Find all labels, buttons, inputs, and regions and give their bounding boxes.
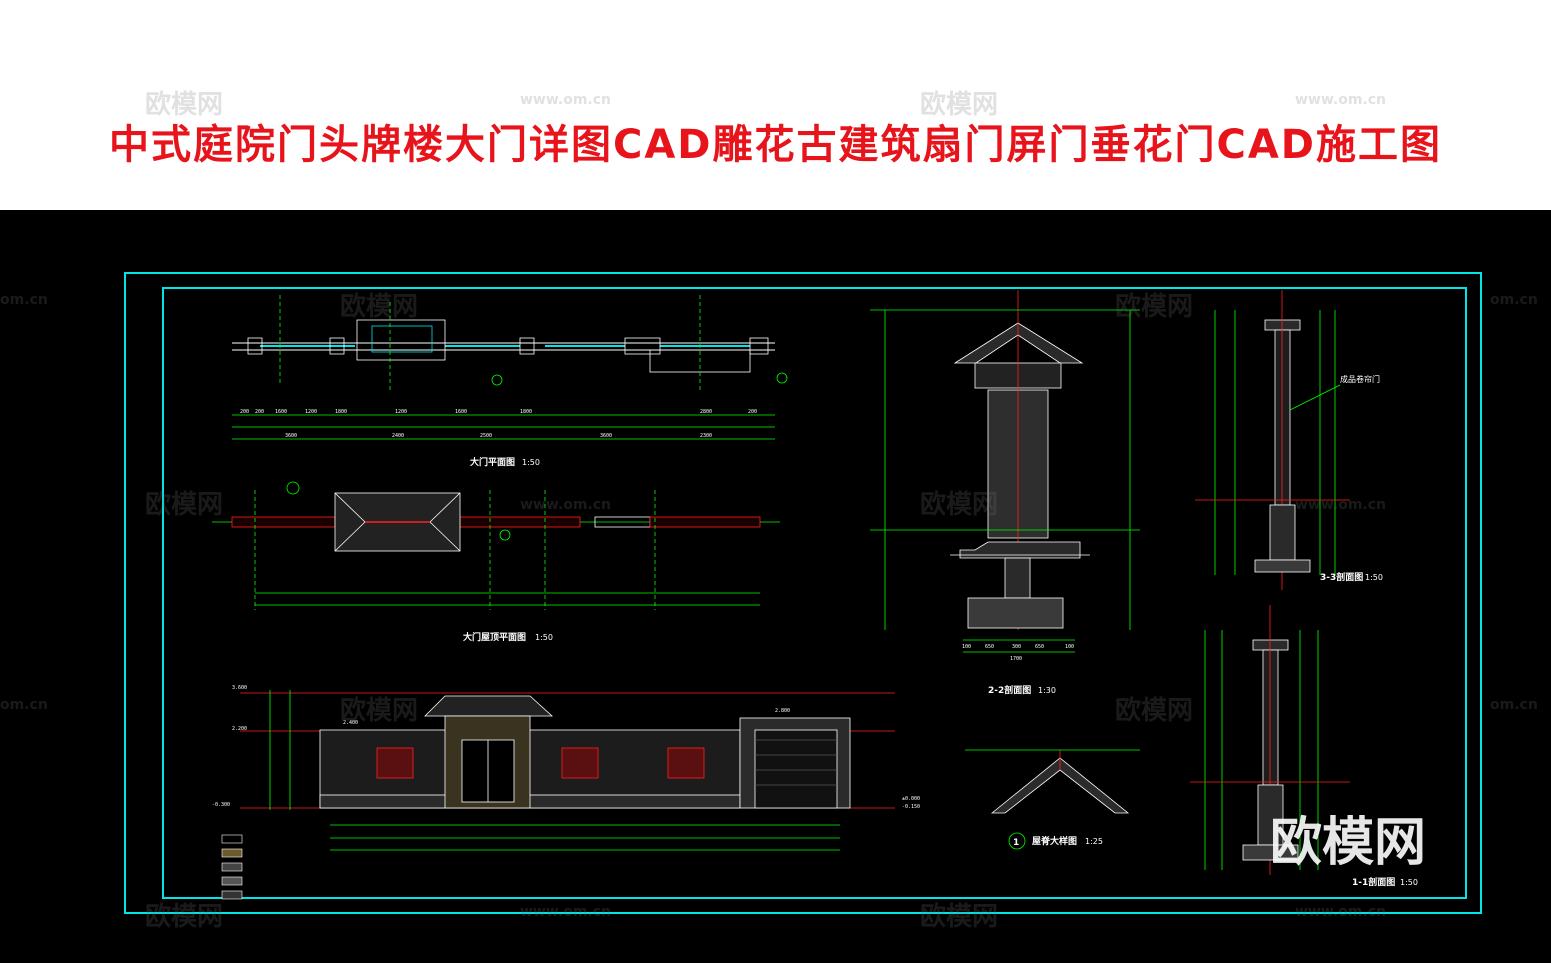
roof-plan bbox=[212, 481, 780, 610]
ridge-detail-title: 屋脊大样图 bbox=[1032, 835, 1077, 847]
svg-text:300: 300 bbox=[1012, 644, 1021, 650]
watermark-side-url: om.cn bbox=[0, 697, 48, 713]
legend bbox=[221, 834, 243, 900]
watermark-big-logo: 欧模网 bbox=[1270, 813, 1427, 873]
svg-text:2.800: 2.800 bbox=[775, 708, 790, 714]
svg-text:100: 100 bbox=[962, 644, 971, 650]
svg-text:2400: 2400 bbox=[392, 433, 404, 439]
watermark-url: www.om.cn bbox=[1295, 92, 1387, 108]
svg-text:1700: 1700 bbox=[1010, 656, 1022, 662]
watermark-url: www.om.cn bbox=[1295, 904, 1387, 920]
section-3-3-title: 3-3剖面图 bbox=[1320, 571, 1363, 583]
svg-text:1600: 1600 bbox=[455, 409, 467, 415]
svg-text:±0.000: ±0.000 bbox=[902, 796, 920, 802]
section-2-2-title: 2-2剖面图 bbox=[988, 684, 1031, 696]
roof-plan-title: 大门屋顶平面图 bbox=[463, 631, 526, 643]
svg-text:2.200: 2.200 bbox=[232, 726, 247, 732]
section-2-2-dims: 100 650 300 650 100 1700 bbox=[962, 644, 1074, 662]
watermark-logo: 欧模网 bbox=[340, 292, 419, 322]
watermark-url: www.om.cn bbox=[520, 92, 612, 108]
section-3-3 bbox=[1195, 290, 1350, 590]
watermark-side-url: om.cn bbox=[1490, 697, 1538, 713]
watermark-logo: 欧模网 bbox=[145, 902, 224, 932]
plan-dims-row1: 200 200 1600 1200 1800 1200 1600 1800 28… bbox=[240, 409, 757, 415]
banner-title: 中式庭院门头牌楼大门详图CAD雕花古建筑扇门屏门垂花门CAD施工图 bbox=[108, 122, 1443, 168]
ridge-detail-scale: 1:25 bbox=[1085, 837, 1103, 846]
inner-frame bbox=[162, 287, 1467, 899]
svg-text:2300: 2300 bbox=[700, 433, 712, 439]
plan-title: 大门平面图 bbox=[470, 456, 515, 468]
watermark-logo: 欧模网 bbox=[920, 490, 999, 520]
watermark-logo: 欧模网 bbox=[1115, 292, 1194, 322]
svg-text:200: 200 bbox=[255, 409, 264, 415]
gate-elevation bbox=[240, 690, 895, 851]
svg-text:2800: 2800 bbox=[700, 409, 712, 415]
cad-drawing-area: 200 200 1600 1200 1800 1200 1600 1800 28… bbox=[0, 210, 1551, 963]
svg-text:3.600: 3.600 bbox=[232, 685, 247, 691]
cad-drawing: 200 200 1600 1200 1800 1200 1600 1800 28… bbox=[124, 272, 1482, 914]
svg-text:3600: 3600 bbox=[600, 433, 612, 439]
svg-text:-0.300: -0.300 bbox=[212, 802, 230, 808]
section-3-3-scale: 1:50 bbox=[1365, 573, 1383, 582]
banner: 中式庭院门头牌楼大门详图CAD雕花古建筑扇门屏门垂花门CAD施工图 bbox=[0, 0, 1551, 210]
watermark-url: www.om.cn bbox=[1295, 497, 1387, 513]
watermark-url: www.om.cn bbox=[520, 904, 612, 920]
roof-plan-scale: 1:50 bbox=[535, 633, 553, 642]
svg-text:200: 200 bbox=[748, 409, 757, 415]
watermark-logo: 欧模网 bbox=[145, 490, 224, 520]
section-1-1-scale: 1:50 bbox=[1400, 878, 1418, 887]
section-1-1-title: 1-1剖面图 bbox=[1352, 876, 1395, 888]
svg-text:100: 100 bbox=[1065, 644, 1074, 650]
plan-scale: 1:50 bbox=[522, 458, 540, 467]
svg-text:1800: 1800 bbox=[335, 409, 347, 415]
watermark-logo: 欧模网 bbox=[920, 90, 999, 120]
watermark-logo: 欧模网 bbox=[340, 696, 419, 726]
section-1-1 bbox=[1190, 605, 1350, 875]
svg-text:1200: 1200 bbox=[395, 409, 407, 415]
svg-text:200: 200 bbox=[240, 409, 249, 415]
watermark-logo: 欧模网 bbox=[920, 902, 999, 932]
ridge-detail-num: 1 bbox=[1013, 838, 1019, 848]
watermark-logo: 欧模网 bbox=[1115, 696, 1194, 726]
svg-text:-0.150: -0.150 bbox=[902, 804, 920, 810]
svg-text:1800: 1800 bbox=[520, 409, 532, 415]
svg-text:2.400: 2.400 bbox=[343, 720, 358, 726]
rolling-door-label: 成品卷帘门 bbox=[1340, 374, 1380, 384]
ridge-detail bbox=[965, 749, 1140, 850]
plan-dims-row2: 3600 2400 2500 3600 2300 bbox=[285, 433, 712, 439]
svg-text:1600: 1600 bbox=[275, 409, 287, 415]
svg-text:2500: 2500 bbox=[480, 433, 492, 439]
svg-text:650: 650 bbox=[985, 644, 994, 650]
watermark-url: www.om.cn bbox=[520, 497, 612, 513]
svg-text:650: 650 bbox=[1035, 644, 1044, 650]
watermark-side-url: om.cn bbox=[0, 292, 48, 308]
svg-text:3600: 3600 bbox=[285, 433, 297, 439]
gate-plan bbox=[232, 295, 788, 440]
elevation-levels: 3.600 2.200 -0.300 2.400 2.800 ±0.000 -0… bbox=[212, 685, 920, 810]
watermark-side-url: om.cn bbox=[1490, 292, 1538, 308]
section-2-2 bbox=[870, 290, 1140, 653]
watermark-logo: 欧模网 bbox=[145, 90, 224, 120]
section-2-2-scale: 1:30 bbox=[1038, 686, 1056, 695]
outer-frame bbox=[124, 272, 1482, 914]
svg-text:1200: 1200 bbox=[305, 409, 317, 415]
